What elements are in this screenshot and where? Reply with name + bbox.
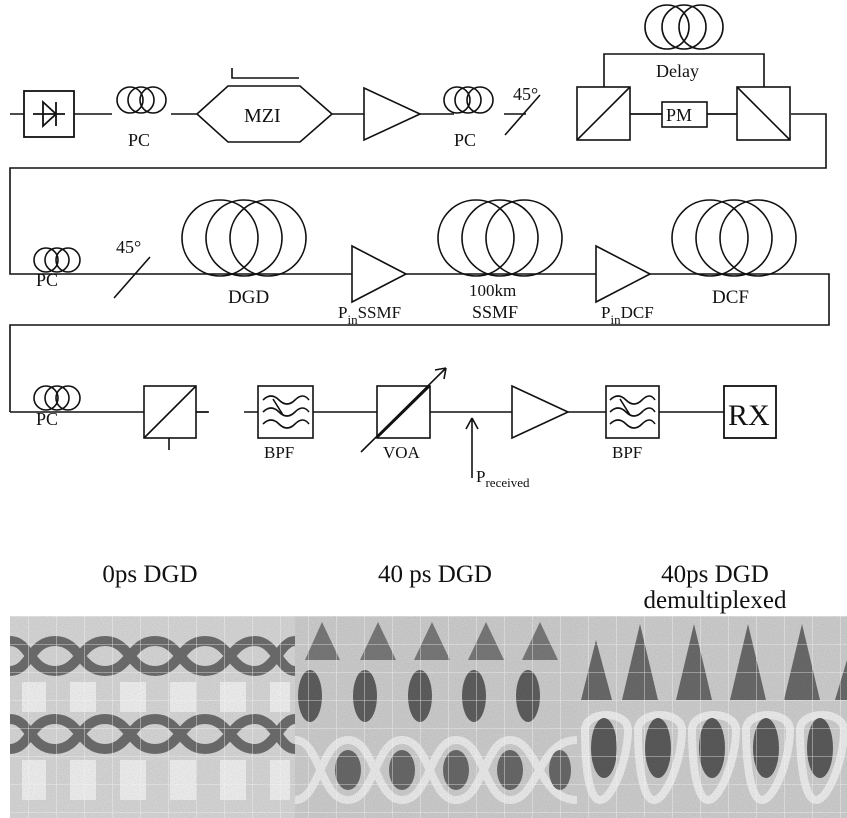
bpf2-label: BPF (612, 443, 642, 462)
dgd-label: DGD (228, 287, 269, 308)
ssmf-length-label: 100km (469, 281, 516, 300)
polarization-controller-4 (33, 385, 81, 411)
eye-subtitle-40ps-demux: demultiplexed (643, 587, 787, 614)
dcf-label: DCF (712, 287, 749, 308)
dgd-coil (181, 199, 307, 277)
pm-label: PM (666, 105, 692, 125)
eye-diagram-0ps (5, 616, 300, 818)
angle-label-2: 45° (116, 237, 141, 257)
pin-dcf-label: PinDCF (601, 303, 654, 327)
amplifier-3 (595, 244, 652, 304)
pbs-1 (576, 86, 631, 141)
voa-label: VOA (383, 443, 421, 462)
bpf1-label: BPF (264, 443, 294, 462)
ssmf-label: SSMF (472, 302, 518, 322)
eye-title-40ps-demux: 40ps DGD (661, 561, 769, 588)
delay-arm (603, 53, 765, 87)
bpf-2 (605, 385, 660, 439)
ssmf-coil (437, 199, 563, 277)
pin-ssmf-label: PinSSMF (338, 303, 401, 327)
pc3-label: PC (36, 270, 58, 290)
bpf-1 (257, 385, 314, 439)
variable-optical-attenuator (360, 367, 447, 453)
pbs-2 (736, 86, 791, 141)
amplifier-4 (511, 384, 570, 440)
eye-title-0ps: 0ps DGD (102, 561, 198, 588)
polarizer-45-2 (113, 256, 151, 299)
polarization-controller-1 (116, 86, 167, 114)
mzi-modulator (195, 68, 334, 143)
delay-coil (644, 4, 724, 50)
polarization-controller-2 (443, 86, 494, 114)
polarizing-beam-splitter (143, 385, 208, 450)
eye-diagram-40ps-demultiplexed (577, 616, 847, 818)
angle-label-1: 45° (513, 84, 538, 104)
pc2-label: PC (454, 130, 476, 150)
pc1-label: PC (128, 130, 150, 150)
laser-source (23, 90, 75, 138)
polarization-controller-3 (33, 247, 81, 273)
polarizer-45-1 (504, 94, 541, 136)
amplifier-2 (351, 244, 408, 304)
rx-label: RX (728, 399, 770, 432)
receiver (723, 385, 777, 439)
delay-label: Delay (656, 61, 699, 81)
pc4-label: PC (36, 409, 58, 429)
amplifier-1 (363, 86, 422, 142)
eye-title-40ps: 40 ps DGD (378, 561, 492, 588)
eye-diagram-40ps (294, 616, 578, 818)
preceived-label: Preceived (476, 467, 530, 490)
dcf-coil (671, 199, 797, 277)
mzi-label: MZI (244, 105, 281, 127)
received-power-arrow (465, 417, 479, 478)
